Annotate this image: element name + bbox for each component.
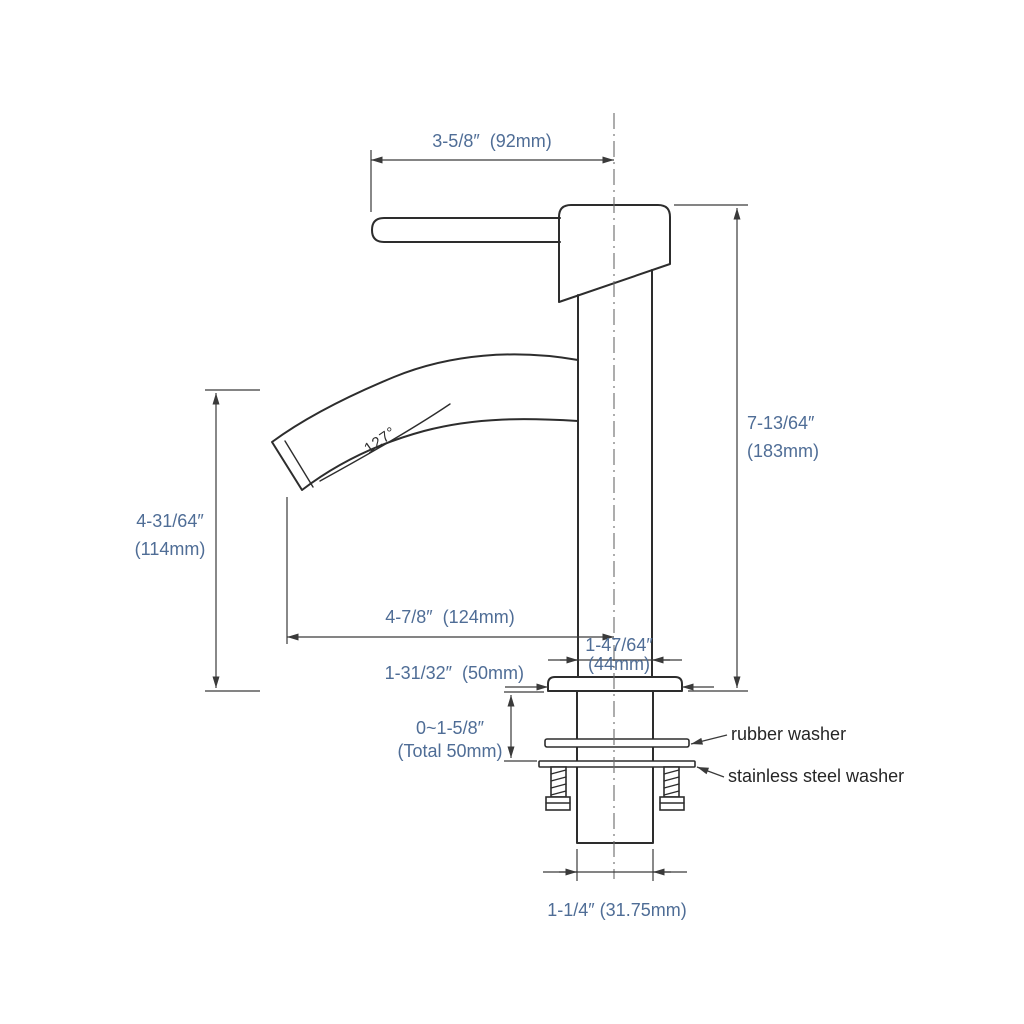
faucet-flange xyxy=(547,676,683,692)
dim-total-height-label-2: (183mm) xyxy=(747,441,819,461)
left-bolt-threads xyxy=(550,769,567,796)
rubber-washer-leader xyxy=(690,734,728,745)
dim-flange-width-label: 1-31/32″ (50mm) xyxy=(385,663,524,683)
stainless-washer-label: stainless steel washer xyxy=(728,766,904,786)
dimension-lines xyxy=(205,150,748,881)
faucet-spout xyxy=(271,353,579,491)
dim-deck-thickness-label-2: (Total 50mm) xyxy=(397,741,502,761)
dim-body-width-label-1: 1-47/64″ xyxy=(585,635,653,655)
dim-body-width-label-2: (44mm) xyxy=(588,654,650,674)
dim-shank-width-label: 1-1/4″ (31.75mm) xyxy=(547,900,686,920)
dim-spout-height-label-1: 4-31/64″ xyxy=(136,511,204,531)
dimension-labels: 3-5/8″ (92mm) 7-13/64″ (183mm) 4-31/64″ … xyxy=(135,131,904,920)
stainless-washer-leader xyxy=(696,766,725,778)
dim-spout-height-label-2: (114mm) xyxy=(135,539,206,559)
stainless-steel-washer xyxy=(538,760,696,768)
dim-total-height-label-1: 7-13/64″ xyxy=(747,413,815,433)
faucet-drawing xyxy=(271,204,696,844)
dim-handle-reach-label: 3-5/8″ (92mm) xyxy=(432,131,551,151)
spout-angle-label: 127° xyxy=(361,423,399,457)
spout-tip-line xyxy=(284,440,314,488)
faucet-cap xyxy=(558,204,671,303)
rubber-washer xyxy=(544,738,690,748)
rubber-washer-label: rubber washer xyxy=(731,724,846,744)
right-bolt-threads xyxy=(663,769,680,796)
spout-seam-arc xyxy=(319,403,451,482)
faucet-handle xyxy=(371,217,561,243)
dim-spout-reach-label: 4-7/8″ (124mm) xyxy=(385,607,514,627)
dim-deck-thickness-label-1: 0~1-5/8″ xyxy=(416,718,485,738)
